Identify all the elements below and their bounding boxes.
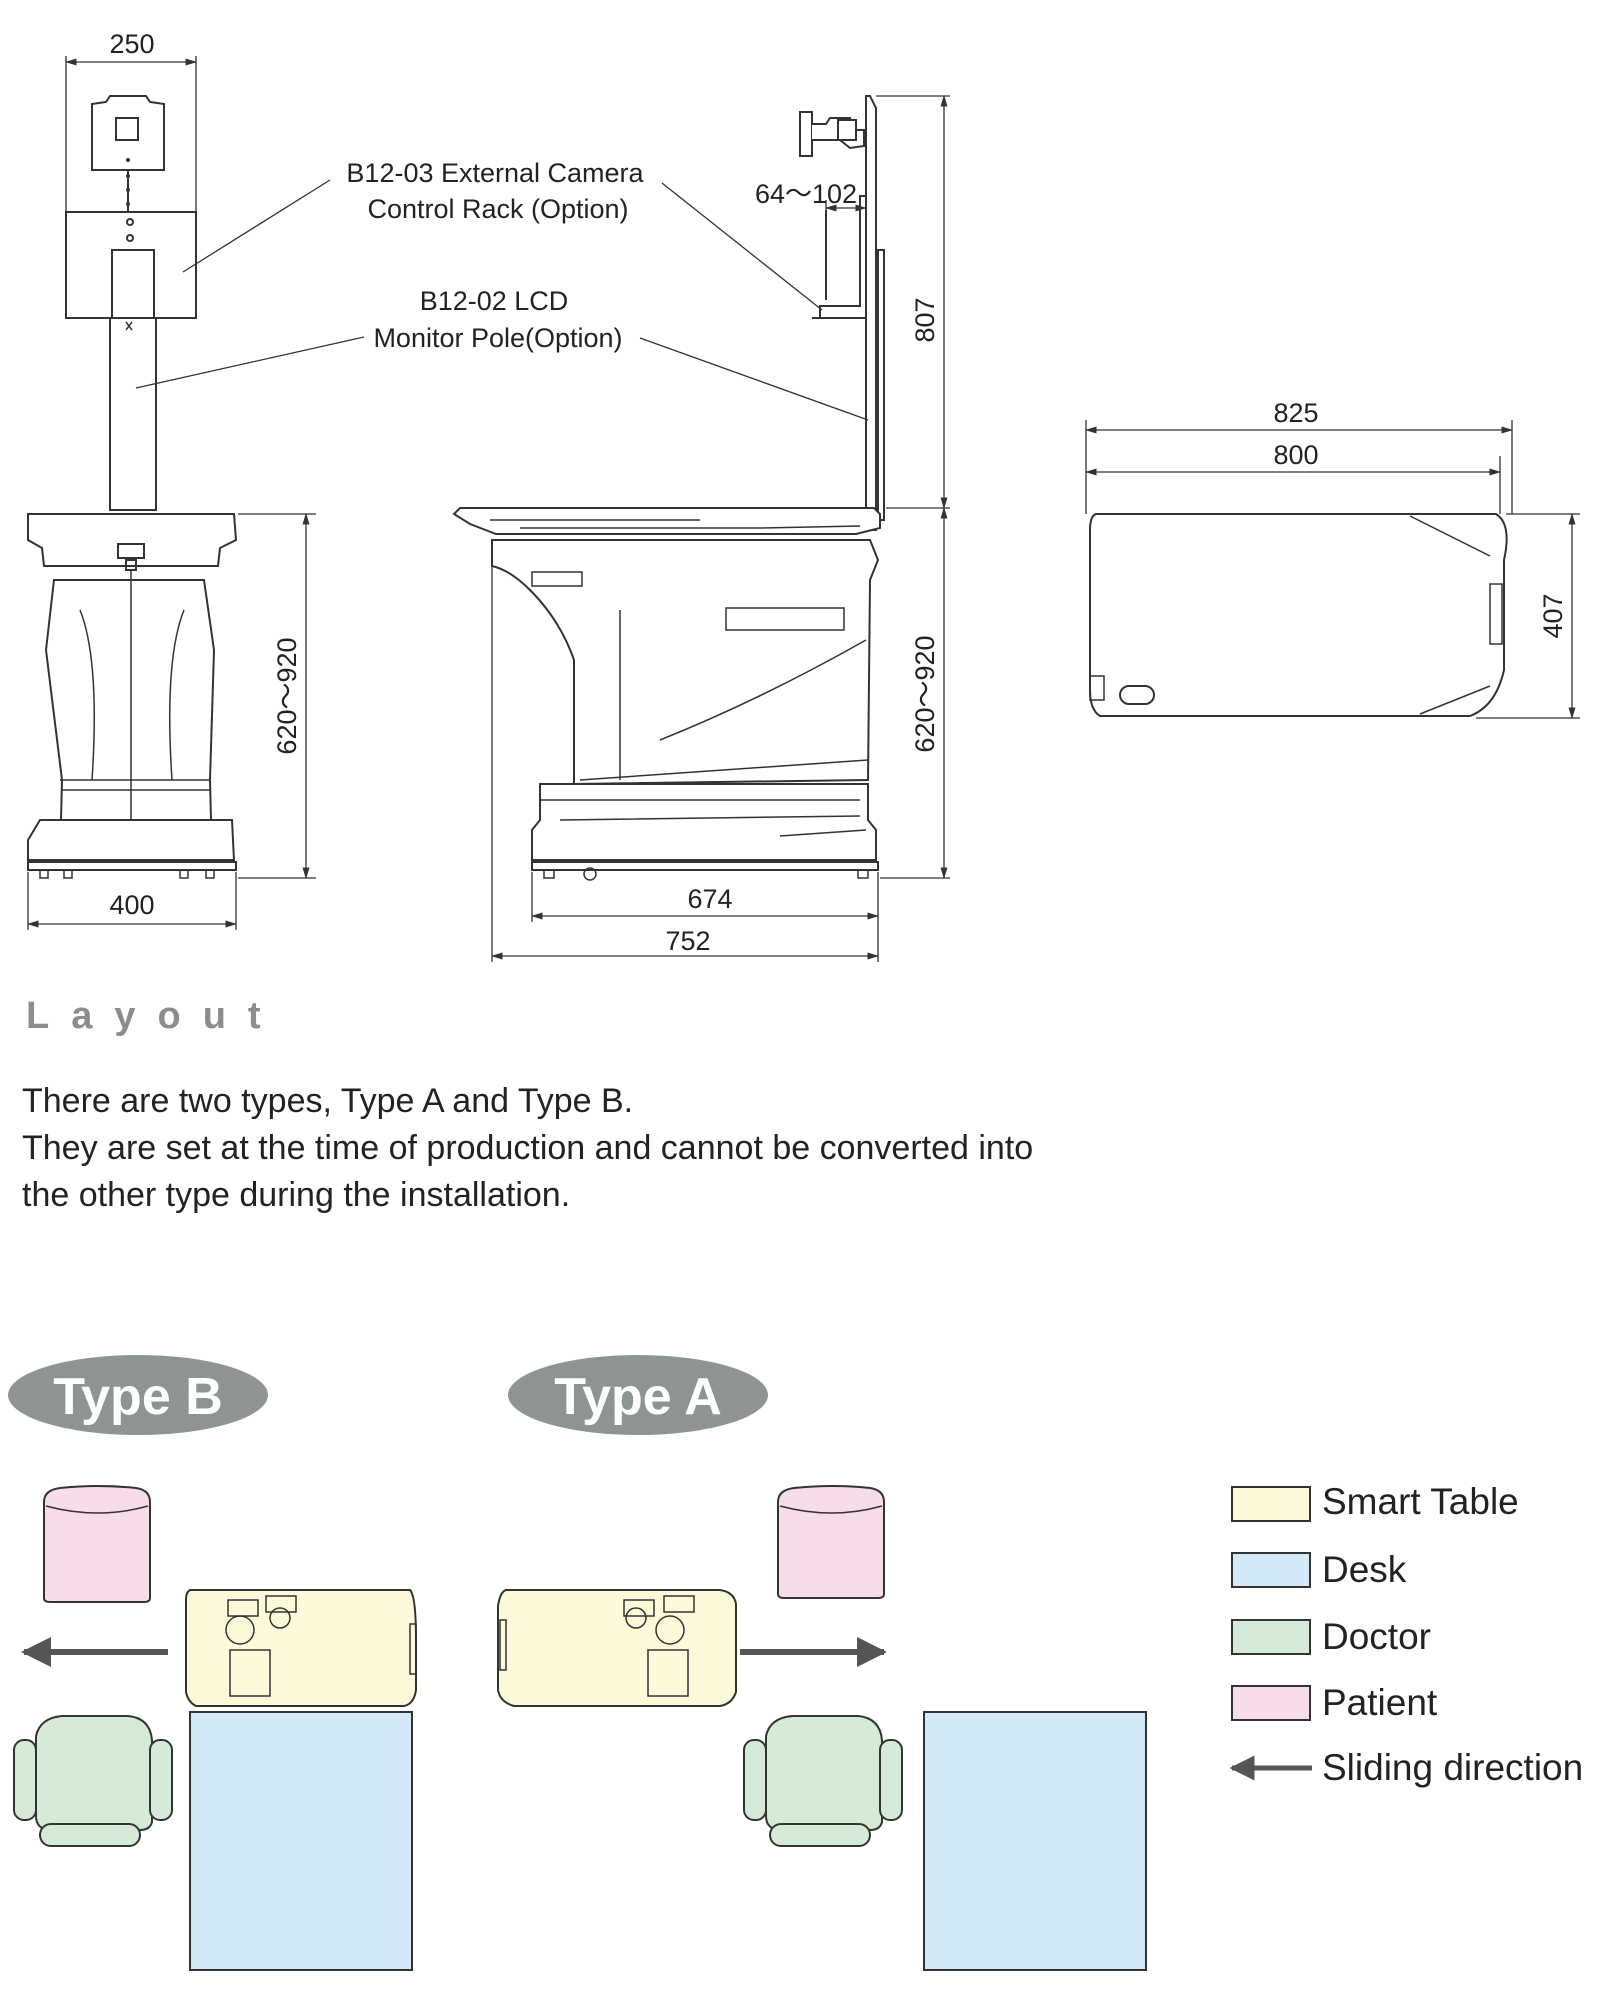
layout-description: There are two types, Type A and Type B. …	[22, 1078, 1222, 1219]
front-view	[27, 95, 238, 879]
dim-pole-height: 807	[910, 297, 940, 342]
layout-heading: Layout	[26, 995, 283, 1037]
legend-smart-table: Smart Table	[1322, 1481, 1519, 1522]
dim-top-outer: 825	[1273, 398, 1318, 428]
doctor-armrest-b-left	[13, 1739, 37, 1821]
dim-top-depth: 407	[1538, 593, 1568, 638]
legend-swatch-doctor	[1231, 1619, 1311, 1655]
type-b-badge	[8, 1355, 268, 1435]
doctor-armrest-b-right	[149, 1739, 173, 1821]
patient-seat-b	[43, 1485, 151, 1603]
doctor-back-b	[39, 1823, 141, 1847]
dim-height-side: 620〜920	[910, 635, 940, 752]
patient-seat-a	[777, 1485, 885, 1599]
layout-description-line-2: They are set at the time of production a…	[22, 1129, 1034, 1167]
type-a-label: Type A	[554, 1368, 722, 1426]
legend-desk: Desk	[1322, 1549, 1407, 1590]
type-a-badge	[508, 1355, 768, 1435]
dim-top-inner: 800	[1273, 440, 1318, 470]
smart-table-b	[185, 1589, 417, 1707]
layout-description-line-1: There are two types, Type A and Type B.	[22, 1082, 634, 1120]
dim-depth-outer: 752	[665, 926, 710, 956]
legend-swatch-patient	[1231, 1685, 1311, 1721]
side-view	[452, 95, 885, 881]
callout-lcd-pole-line1: B12-02 LCD	[420, 286, 569, 316]
front-dimensions	[26, 56, 365, 930]
legend: Smart Table Desk Doctor Patient Sliding …	[1229, 1481, 1583, 1788]
top-dimensions	[1084, 420, 1580, 720]
legend-doctor: Doctor	[1322, 1616, 1431, 1657]
desk-a	[923, 1711, 1147, 1971]
dim-pole-width: 250	[109, 29, 154, 59]
top-view	[1089, 513, 1508, 717]
legend-sliding-direction: Sliding direction	[1322, 1747, 1583, 1788]
dim-base-width: 400	[109, 890, 154, 920]
smart-table-a	[497, 1589, 737, 1707]
dim-height-front: 620〜920	[272, 637, 302, 754]
doctor-armrest-a-left	[743, 1739, 767, 1821]
type-b-layout	[13, 1485, 417, 1971]
legend-swatch-desk	[1231, 1552, 1311, 1588]
type-b-label: Type B	[53, 1368, 223, 1426]
layout-description-line-3: the other type during the installation.	[22, 1176, 571, 1214]
side-dimensions	[490, 94, 950, 962]
doctor-armrest-a-right	[879, 1739, 903, 1821]
legend-swatch-smart-table	[1231, 1486, 1311, 1522]
callout-camera-rack-line1: B12-03 External Camera	[346, 158, 644, 188]
type-a-layout	[497, 1485, 1147, 1971]
legend-patient: Patient	[1322, 1682, 1438, 1723]
dim-camera-offset: 64〜102	[755, 179, 857, 209]
doctor-chair-b	[35, 1715, 153, 1831]
dim-depth-inner: 674	[687, 884, 732, 914]
desk-b	[189, 1711, 413, 1971]
callout-lcd-pole-line2: Monitor Pole(Option)	[373, 323, 622, 353]
doctor-back-a	[769, 1823, 871, 1847]
doctor-chair-a	[765, 1715, 883, 1831]
callout-camera-rack-line2: Control Rack (Option)	[367, 194, 628, 224]
